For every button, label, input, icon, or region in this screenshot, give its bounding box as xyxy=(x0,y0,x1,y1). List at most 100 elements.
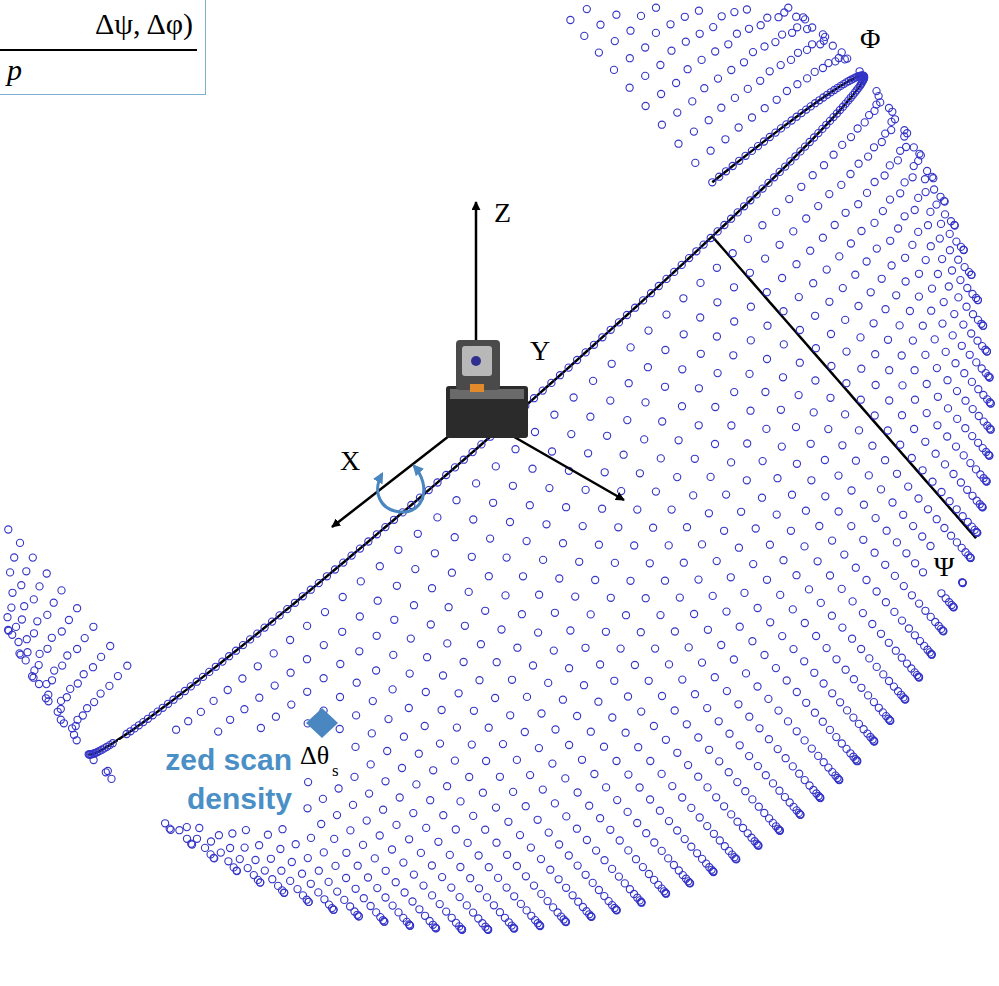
scan-point xyxy=(769,780,776,787)
scan-point xyxy=(933,201,940,208)
scan-point xyxy=(485,724,492,731)
scan-point xyxy=(521,728,528,735)
scan-point xyxy=(215,832,222,839)
scan-point xyxy=(563,813,570,820)
scan-point xyxy=(356,545,363,552)
scan-point xyxy=(627,577,634,584)
scan-point xyxy=(433,925,440,932)
scan-point xyxy=(459,926,466,933)
scan-point xyxy=(747,197,754,204)
scan-point xyxy=(779,31,786,38)
scan-point xyxy=(405,704,412,711)
scan-point xyxy=(548,448,555,455)
scan-point xyxy=(257,879,264,886)
scan-point xyxy=(906,307,913,314)
scan-point xyxy=(793,728,800,735)
scan-point xyxy=(839,442,846,449)
scan-point xyxy=(595,698,602,705)
scan-point xyxy=(601,469,608,476)
scan-point xyxy=(663,311,670,318)
scan-point xyxy=(371,855,378,862)
scan-point xyxy=(922,189,929,196)
scan-point xyxy=(382,778,389,785)
scan-point xyxy=(29,554,36,561)
scan-point xyxy=(659,418,666,425)
scan-point xyxy=(819,234,826,241)
scan-point xyxy=(539,786,546,793)
scan-point xyxy=(928,651,935,658)
scan-point xyxy=(589,879,596,886)
scan-point xyxy=(304,855,311,862)
scan-point xyxy=(510,924,517,931)
scan-point xyxy=(647,796,654,803)
scan-point xyxy=(829,690,836,697)
scan-point xyxy=(812,345,819,352)
scan-point xyxy=(600,743,607,750)
scan-point xyxy=(443,908,450,915)
scan-point xyxy=(807,247,814,254)
scan-point xyxy=(288,858,295,865)
scan-point xyxy=(210,854,217,861)
scan-point xyxy=(373,667,380,674)
scan-point xyxy=(765,695,772,702)
scan-point xyxy=(688,804,695,811)
scan-point xyxy=(401,889,408,896)
scan-point xyxy=(742,788,749,795)
scan-point xyxy=(615,319,622,326)
scan-step-label: Δθ xyxy=(298,742,331,771)
scan-point xyxy=(593,847,600,854)
scan-point xyxy=(882,306,889,313)
scan-point xyxy=(982,477,989,484)
scan-point xyxy=(961,370,968,377)
scan-point xyxy=(680,559,687,566)
scan-point xyxy=(65,616,72,623)
scan-point xyxy=(613,757,620,764)
scan-point xyxy=(167,826,174,833)
scan-point xyxy=(536,591,543,598)
scan-point xyxy=(482,826,489,833)
scan-point xyxy=(640,297,647,304)
scan-point xyxy=(725,769,732,776)
scan-point xyxy=(513,756,520,763)
scan-point xyxy=(953,388,960,395)
scan-point xyxy=(686,255,693,262)
scan-point xyxy=(11,554,18,561)
scan-point xyxy=(333,812,340,819)
scan-point xyxy=(860,726,867,733)
scan-point xyxy=(607,826,614,833)
scan-point xyxy=(696,30,703,37)
scan-point xyxy=(562,918,569,925)
scan-point xyxy=(4,614,11,621)
scan-point xyxy=(537,856,544,863)
scan-point xyxy=(647,757,654,764)
scan-point xyxy=(588,913,595,920)
scan-point xyxy=(683,524,690,531)
scan-point xyxy=(804,26,811,33)
scan-point xyxy=(680,331,687,338)
scan-point xyxy=(889,499,896,506)
scan-point xyxy=(919,533,926,540)
scan-point xyxy=(826,191,833,198)
scan-point xyxy=(456,894,463,901)
scan-point xyxy=(207,838,214,845)
scan-point xyxy=(941,211,948,218)
scan-point xyxy=(761,43,768,50)
scan-point xyxy=(951,221,958,228)
scan-point xyxy=(298,870,305,877)
scan-point xyxy=(206,668,213,675)
scan-point xyxy=(732,855,739,862)
scan-point xyxy=(973,359,980,366)
scan-point xyxy=(451,757,458,764)
scan-point xyxy=(797,811,804,818)
scan-point xyxy=(829,537,836,544)
scan-point xyxy=(453,724,460,731)
scan-point xyxy=(551,411,558,418)
scan-point xyxy=(852,564,859,571)
scan-point xyxy=(733,856,740,863)
scan-point xyxy=(275,882,282,889)
scan-point xyxy=(199,673,206,680)
scan-point xyxy=(728,422,735,429)
scan-point xyxy=(573,825,580,832)
scan-point xyxy=(685,762,692,769)
scan-point xyxy=(886,196,893,203)
